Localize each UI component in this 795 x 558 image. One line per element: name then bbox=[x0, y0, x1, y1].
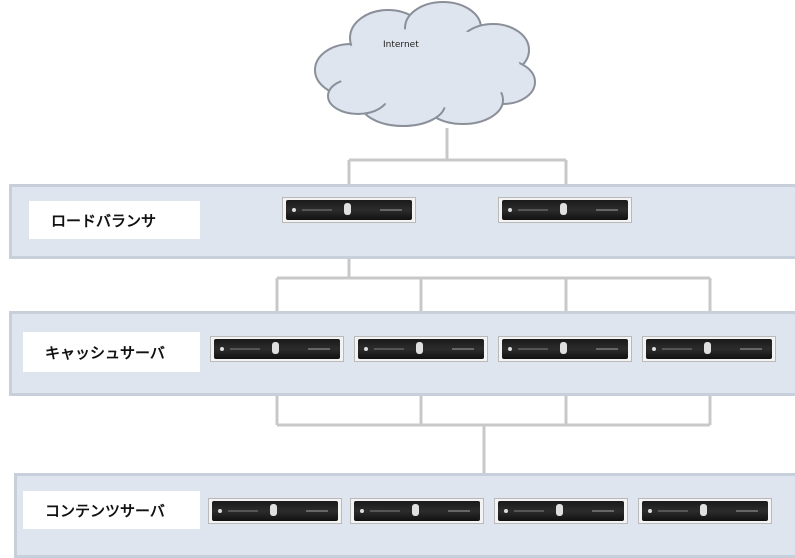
cache-server bbox=[642, 336, 776, 362]
content-server bbox=[208, 498, 342, 524]
content-server bbox=[350, 498, 484, 524]
internet-label: Internet bbox=[383, 40, 419, 50]
tier-label-cache-server: キャッシュサーバ bbox=[23, 332, 200, 372]
internet-cloud: Internet bbox=[314, 1, 536, 127]
tier-label-content-server: コンテンツサーバ bbox=[23, 491, 200, 529]
cloud-to-lb-connector bbox=[347, 128, 568, 197]
content-server bbox=[638, 498, 772, 524]
load-balancer-server bbox=[498, 197, 632, 223]
cache-server bbox=[354, 336, 488, 362]
load-balancer-server bbox=[282, 197, 416, 223]
content-server bbox=[494, 498, 628, 524]
cache-server bbox=[210, 336, 344, 362]
cache-server bbox=[498, 336, 632, 362]
tier-label-load-balancer: ロードバランサ bbox=[29, 201, 200, 239]
